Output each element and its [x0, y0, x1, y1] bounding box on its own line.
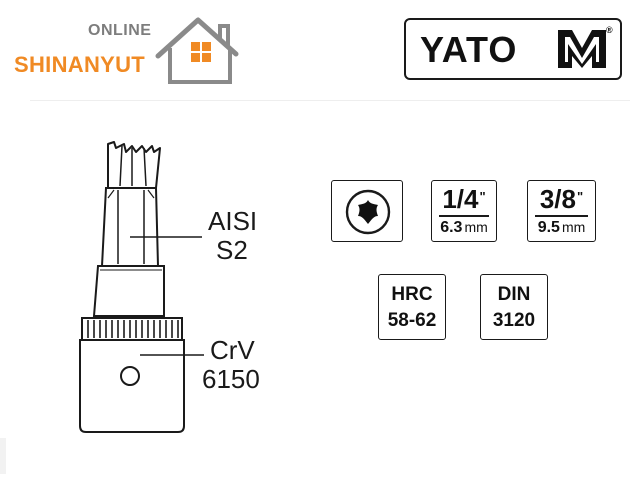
material-label-crv: CrV 6150: [202, 335, 260, 394]
inch-mark: ": [576, 189, 584, 204]
registered-mark: ®: [606, 25, 613, 35]
divider: [30, 100, 630, 101]
drive-quarter-fraction-row: 1/4": [432, 186, 496, 212]
drive-3-8-mm: 9.5: [537, 219, 560, 236]
spec-box-hardness: HRC 58-62: [378, 274, 446, 340]
hrc-range: 58-62: [387, 310, 437, 331]
store-logo-name: SHINANYUT: [14, 52, 146, 77]
yato-logo: YATO ®: [404, 18, 622, 80]
spec-divider: [535, 215, 588, 217]
drive-quarter-fraction: 1/4: [442, 184, 479, 214]
mm-unit: mm: [561, 219, 586, 235]
drive-quarter-mm: 6.3: [440, 219, 463, 236]
edge-shadow: [0, 438, 6, 474]
inch-mark: ": [479, 189, 486, 204]
drive-3-8-fraction: 3/8: [539, 184, 576, 214]
torx-bit-socket-drawing: [79, 141, 185, 433]
spec-box-torx: [331, 180, 403, 242]
crv-text: CrV: [210, 335, 255, 365]
6150-text: 6150: [202, 364, 260, 394]
din-number: 3120: [492, 310, 536, 331]
aisi-text: AISI: [208, 206, 258, 236]
din-text: DIN: [497, 284, 531, 305]
spec-box-din: DIN 3120: [480, 274, 548, 340]
hrc-text: HRC: [391, 284, 433, 305]
yato-logo-text: YATO: [420, 29, 518, 70]
material-label-aisi: AISI S2: [208, 207, 257, 265]
torx-star-icon: [345, 189, 391, 235]
drive-3-8-fraction-row: 3/8": [528, 186, 595, 212]
store-logo-online-text: ONLINE: [88, 22, 152, 39]
house-icon: [155, 17, 239, 84]
leader-lines: [130, 236, 204, 356]
yato-logo-mark-icon: [558, 30, 606, 68]
mm-unit: mm: [464, 219, 488, 235]
spec-divider: [439, 215, 489, 217]
s2-text: S2: [216, 235, 248, 265]
